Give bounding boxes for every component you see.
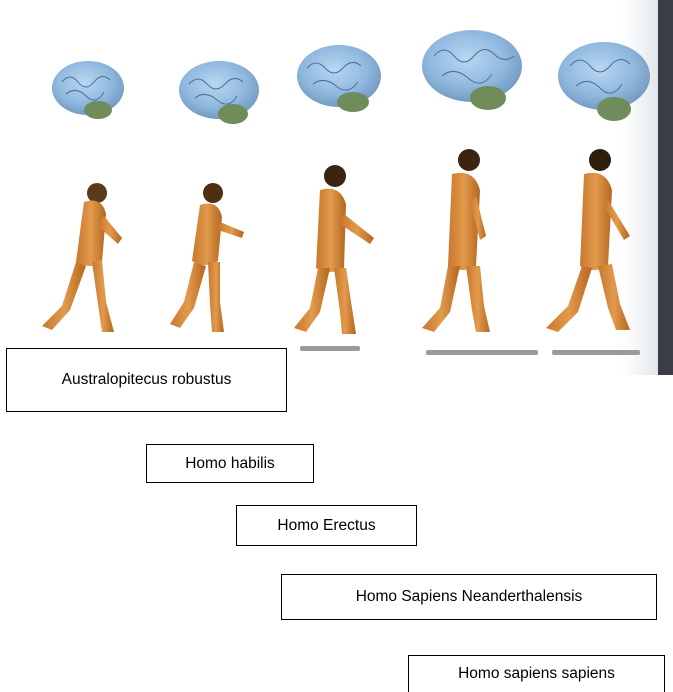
label-text: Homo Sapiens Neanderthalensis (356, 588, 583, 606)
label-homo-sapiens-neanderthalensis: Homo Sapiens Neanderthalensis (281, 574, 657, 620)
hominid-evolution-illustration (0, 0, 673, 375)
label-homo-erectus: Homo Erectus (236, 505, 417, 546)
label-homo-sapiens-sapiens: Homo sapiens sapiens (408, 655, 665, 692)
label-australopitecus-robustus: Australopitecus robustus (6, 348, 287, 412)
label-text: Australopitecus robustus (62, 371, 232, 389)
label-homo-habilis: Homo habilis (146, 444, 314, 483)
label-text: Homo Erectus (277, 517, 375, 535)
label-text: Homo sapiens sapiens (458, 665, 615, 683)
label-text: Homo habilis (185, 455, 275, 473)
